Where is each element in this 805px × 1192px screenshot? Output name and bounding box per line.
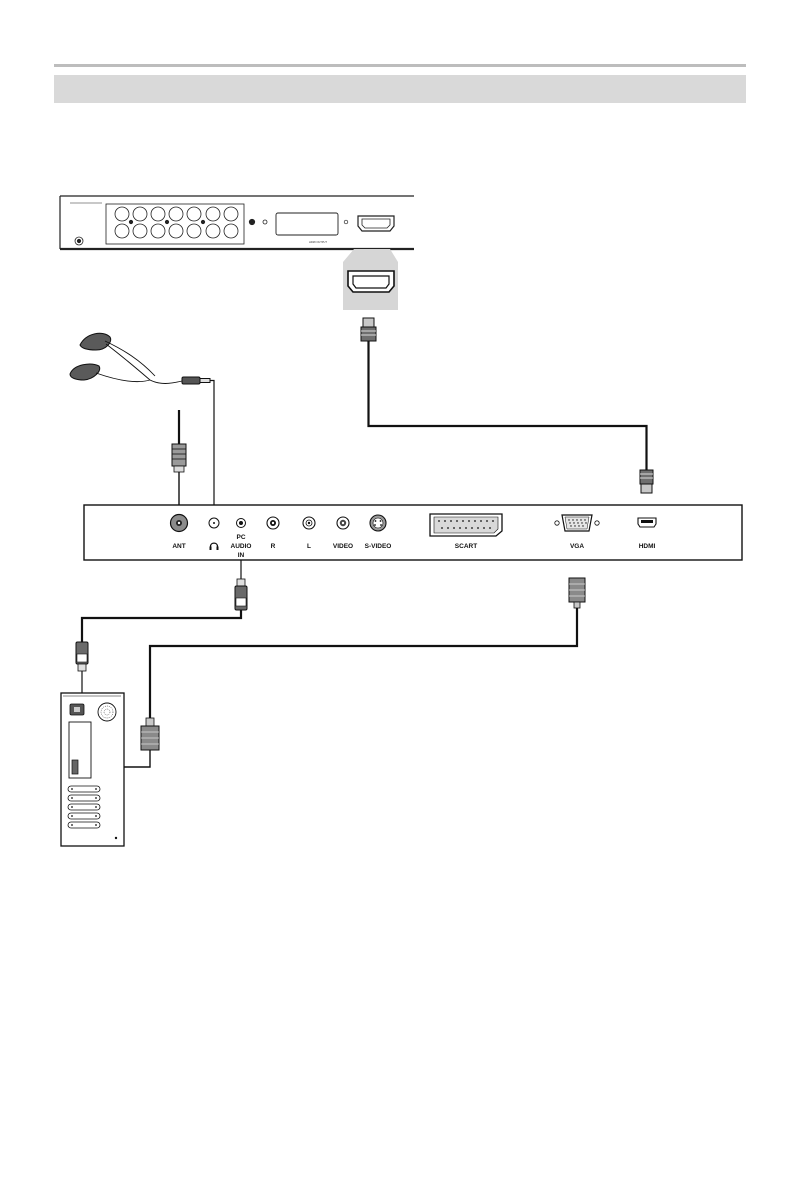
dvd-hdmi-port [357,215,395,232]
pc-vga-port [71,759,79,775]
hdmi-cable [367,341,648,470]
pc-audio-port [236,518,246,528]
ant-label: ANT [172,543,185,550]
l-audio-port [302,516,316,530]
tv-connection-panel: ANT PC AUDIO IN R [83,504,743,561]
vga-label: VGA [570,543,584,550]
dvd-scart-port [275,212,339,236]
pc-fan-grille [97,702,117,722]
hdmi-port [637,517,657,528]
pc-tower [60,692,125,847]
video-label: VIDEO [333,543,353,550]
hdmi-label: HDMI [639,543,656,550]
s-video-port [369,514,387,532]
r-audio-port [266,516,280,530]
headphones [69,332,215,510]
hdmi-zoom-callout [343,249,398,310]
pc-audio-label-1: PC [236,534,245,541]
headphone-port [208,517,220,529]
dvd-rca-jacks [114,206,239,239]
s-video-label: S-VIDEO [365,543,392,550]
l-label: L [307,543,311,550]
antenna-cable [171,410,187,510]
section-title-band [54,75,746,103]
dvd-player-rear-panel: HDMI OUTPUT [59,195,414,251]
svg-text:HDMI OUTPUT: HDMI OUTPUT [309,240,327,244]
pc-audio-label-3: IN [238,552,245,559]
r-label: R [271,543,276,550]
header-rule [54,64,746,67]
scart-label: SCART [455,543,477,550]
pc-expansion-slots [67,785,101,829]
vga-port [554,514,600,532]
hdmi-plug-tv-side [639,469,654,494]
headphone-icon [209,542,219,550]
hdmi-plug-dvd-side [360,317,377,342]
scart-port [429,513,503,537]
video-port [336,516,350,530]
pc-audio-label-2: AUDIO [231,543,252,550]
dvd-ground-screw [74,236,84,246]
ant-port [169,513,189,533]
vga-cable [78,577,586,768]
